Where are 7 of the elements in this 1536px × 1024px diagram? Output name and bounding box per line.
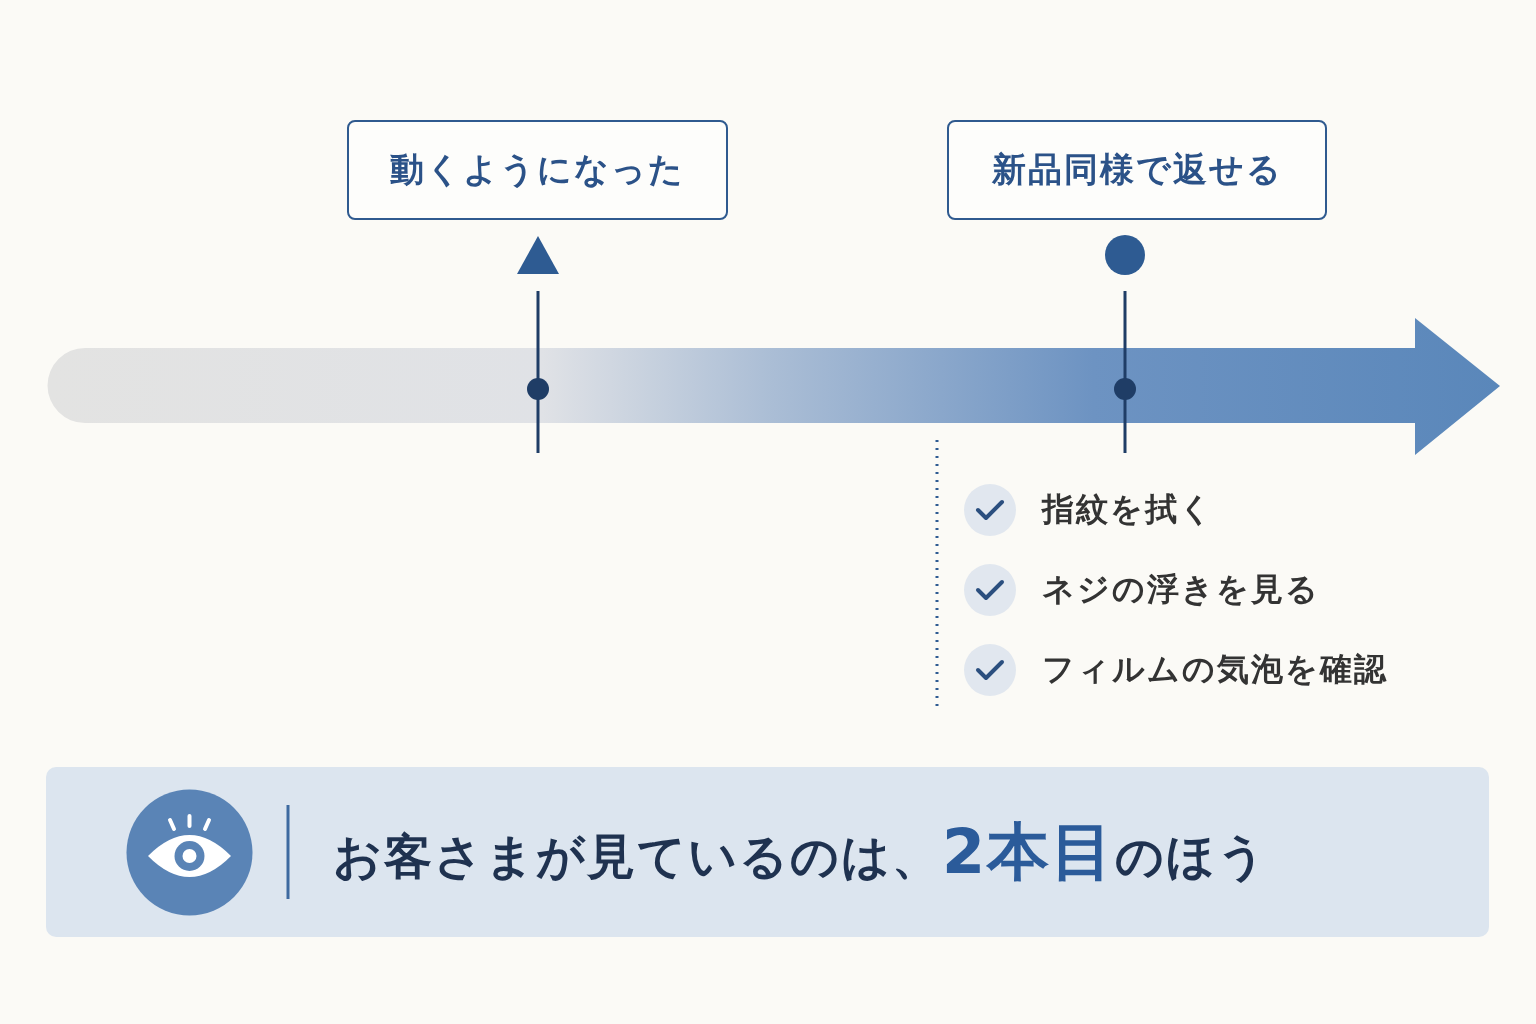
- checklist-item: 指紋を拭く: [1042, 489, 1214, 530]
- checklist-item: フィルムの気泡を確認: [1042, 649, 1388, 690]
- checklist-item: ネジの浮きを見る: [1042, 569, 1320, 610]
- label-box: 新品同様で返せる: [947, 120, 1327, 220]
- message-text: お客さまが見ているのは、2本目のほう: [333, 814, 1269, 890]
- label-box: 動くようになった: [347, 120, 728, 220]
- message-banner: [46, 767, 1489, 937]
